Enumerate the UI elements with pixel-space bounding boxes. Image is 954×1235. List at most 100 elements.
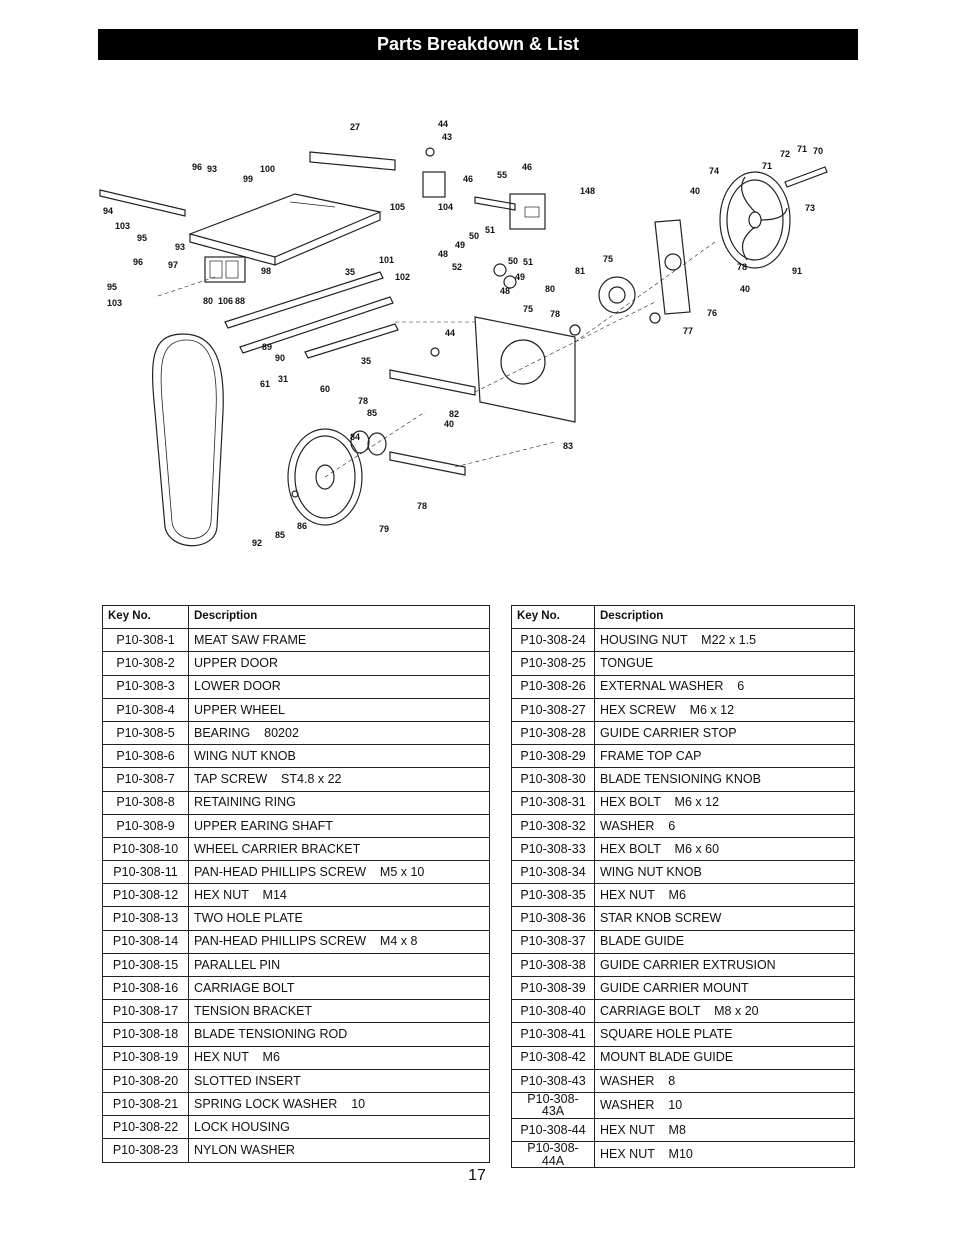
diagram-callout: 81 <box>575 266 585 276</box>
diagram-callout: 98 <box>261 266 271 276</box>
part-description: FRAME TOP CAP <box>594 744 855 769</box>
diagram-callout: 79 <box>379 524 389 534</box>
part-description: CARRIAGE BOLT M8 x 20 <box>594 999 855 1024</box>
part-description: NYLON WASHER <box>188 1138 490 1163</box>
page-number: 17 <box>468 1167 486 1184</box>
part-description: UPPER EARING SHAFT <box>188 813 490 838</box>
part-description: UPPER DOOR <box>188 651 490 676</box>
part-description: TWO HOLE PLATE <box>188 906 490 931</box>
part-description: BEARING 80202 <box>188 720 490 746</box>
part-key: P10-308-11 <box>102 860 189 885</box>
part-description: GUIDE CARRIER MOUNT <box>594 975 855 1001</box>
key-no-header: Key No. <box>102 604 189 630</box>
parts-exploded-diagram: 27 44 43 96 93 100 99 46 55 46 148 74 72… <box>99 119 828 548</box>
diagram-callout: 61 <box>260 379 270 389</box>
diagram-callout: 40 <box>690 186 700 196</box>
part-key: P10-308-16 <box>102 975 189 1001</box>
part-description: EXTERNAL WASHER 6 <box>594 674 855 699</box>
part-description: BLADE TENSIONING ROD <box>188 1022 490 1047</box>
diagram-callout: 82 <box>449 409 459 419</box>
diagram-callout: 71 <box>762 161 772 171</box>
diagram-callout: 48 <box>500 286 510 296</box>
part-description: WING NUT KNOB <box>188 744 490 769</box>
diagram-callout: 100 <box>260 164 275 174</box>
part-description: HEX BOLT M6 x 12 <box>594 790 855 815</box>
diagram-callout: 96 <box>133 257 143 267</box>
part-key: P10-308-25 <box>511 651 595 676</box>
diagram-callout: 93 <box>207 164 217 174</box>
part-key: P10-308-40 <box>511 999 595 1024</box>
part-key: P10-308-12 <box>102 883 189 908</box>
diagram-callout: 50 <box>469 231 479 241</box>
saw-blade <box>151 333 224 547</box>
diagram-callout: 50 <box>508 256 518 266</box>
part-description: TENSION BRACKET <box>188 999 490 1024</box>
part-key: P10-308-32 <box>511 813 595 838</box>
diagram-callout: 51 <box>523 257 533 267</box>
part-key: P10-308-38 <box>511 952 595 978</box>
diagram-callout: 84 <box>350 432 360 442</box>
diagram-callout: 90 <box>275 353 285 363</box>
part-description: CARRIAGE BOLT <box>188 975 490 1001</box>
part-description: HEX NUT M6 <box>594 883 855 908</box>
part-description: RETAINING RING <box>188 790 490 815</box>
part-description: UPPER WHEEL <box>188 697 490 722</box>
diagram-callout: 86 <box>297 521 307 531</box>
diagram-callout: 76 <box>707 308 717 318</box>
part-description: GUIDE CARRIER EXTRUSION <box>594 952 855 978</box>
part-key: P10-308-14 <box>102 929 189 954</box>
part-description: WASHER 8 <box>594 1068 855 1093</box>
diagram-callout: 31 <box>278 374 288 384</box>
lower-wheel <box>287 428 363 526</box>
diagram-callout: 83 <box>563 441 573 451</box>
diagram-callout: 60 <box>320 384 330 394</box>
diagram-callout: 106 <box>218 296 233 306</box>
diagram-callout: 70 <box>813 146 823 156</box>
diagram-callout: 44 <box>445 328 455 338</box>
part-key: P10-308-15 <box>102 952 189 978</box>
diagram-callout: 51 <box>485 225 495 235</box>
diagram-callout: 97 <box>168 260 178 270</box>
diagram-callout: 95 <box>107 282 117 292</box>
page-title: Parts Breakdown & List <box>98 29 858 60</box>
diagram-callout: 148 <box>580 186 595 196</box>
table-header-row: Key No. Description <box>102 604 490 630</box>
diagram-callout: 72 <box>780 149 790 159</box>
part-key: P10-308-41 <box>511 1022 595 1047</box>
part-key: P10-308-4 <box>102 697 189 722</box>
part-description: STAR KNOB SCREW <box>594 906 855 931</box>
description-header: Description <box>188 604 490 630</box>
key-no-header: Key No. <box>511 604 595 630</box>
part-key: P10-308-7 <box>102 767 189 792</box>
diagram-callout: 40 <box>740 284 750 294</box>
diagram-callout: 49 <box>515 272 525 282</box>
part-key: P10-308-36 <box>511 906 595 931</box>
part-key: P10-308-8 <box>102 790 189 815</box>
part-key: P10-308-43 <box>511 1068 595 1093</box>
table-header-row: Key No. Description <box>511 604 855 630</box>
diagram-callout: 103 <box>107 298 122 308</box>
part-description: PAN-HEAD PHILLIPS SCREW M4 x 8 <box>188 929 490 954</box>
diagram-callout: 105 <box>390 202 405 212</box>
